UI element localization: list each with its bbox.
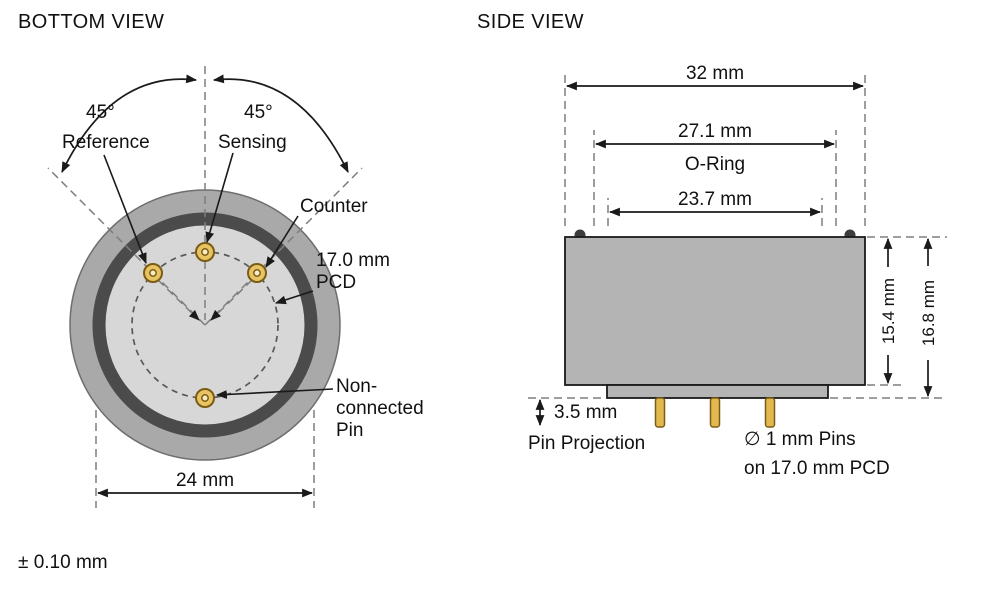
counter-leader-arrow bbox=[265, 215, 299, 268]
angle-pointer-right bbox=[210, 279, 253, 321]
sensor-body bbox=[564, 236, 866, 386]
pin-projection-label: Pin Projection bbox=[528, 433, 645, 454]
pins-note-line1: ∅ 1 mm Pins bbox=[744, 429, 856, 450]
sensing-pin bbox=[195, 242, 215, 262]
angle-arc-right bbox=[212, 74, 349, 173]
pins-note-line2: on 17.0 mm PCD bbox=[744, 458, 890, 479]
nc-label-line2: connected bbox=[336, 398, 424, 419]
dim-23mm-label: 23.7 mm bbox=[678, 189, 752, 210]
dim-24mm-label: 24 mm bbox=[176, 470, 234, 491]
reference-pin bbox=[143, 263, 163, 283]
dim-154mm-label-bg bbox=[879, 267, 897, 355]
pcd-label-line2: PCD bbox=[316, 272, 356, 293]
dashed-radial-right-45 bbox=[204, 167, 363, 326]
sensor-base bbox=[606, 384, 829, 399]
dim-35mm-label: 3.5 mm bbox=[554, 402, 617, 423]
counter-pin bbox=[247, 263, 267, 283]
side-view: SIDE VIEW 32 mm 27.1 mm O-Ring 23.7 mm 1… bbox=[477, 11, 947, 479]
reference-leader-arrow bbox=[103, 154, 147, 265]
angle-arc-left bbox=[61, 74, 198, 173]
dim-154mm-label: 15.4 mm bbox=[879, 278, 898, 344]
reference-label: Reference bbox=[62, 132, 150, 153]
side-view-title: SIDE VIEW bbox=[477, 11, 584, 33]
nc-leader-arrow bbox=[215, 388, 334, 399]
side-pin-1 bbox=[654, 397, 666, 428]
side-pin-3 bbox=[764, 397, 776, 428]
counter-label: Counter bbox=[300, 196, 368, 217]
angle-label-right: 45° bbox=[244, 102, 273, 123]
dim-168mm-label: 16.8 mm bbox=[919, 280, 938, 346]
dim-32mm-label: 32 mm bbox=[686, 63, 744, 84]
angle-label-left: 45° bbox=[86, 102, 115, 123]
pcd-label-line1: 17.0 mm bbox=[316, 250, 390, 271]
bottom-view: BOTTOM VIEW 45° 45° bbox=[18, 11, 424, 573]
nc-label-line1: Non- bbox=[336, 376, 377, 397]
sensing-label: Sensing bbox=[218, 132, 287, 153]
pcd-leader-arrow bbox=[274, 290, 314, 305]
bottom-view-title: BOTTOM VIEW bbox=[18, 11, 164, 33]
dim-27mm-label: 27.1 mm bbox=[678, 121, 752, 142]
nc-label-line3: Pin bbox=[336, 420, 363, 441]
tolerance-label: ± 0.10 mm bbox=[18, 552, 108, 573]
angle-pointer-left bbox=[157, 279, 200, 321]
side-pin-2 bbox=[709, 397, 721, 428]
dashed-radial-left-45 bbox=[47, 167, 206, 326]
oring-label: O-Ring bbox=[685, 154, 745, 175]
sensing-leader-arrow bbox=[205, 152, 234, 244]
non-connected-pin bbox=[195, 388, 215, 408]
dim-168mm-label-bg bbox=[919, 266, 937, 360]
